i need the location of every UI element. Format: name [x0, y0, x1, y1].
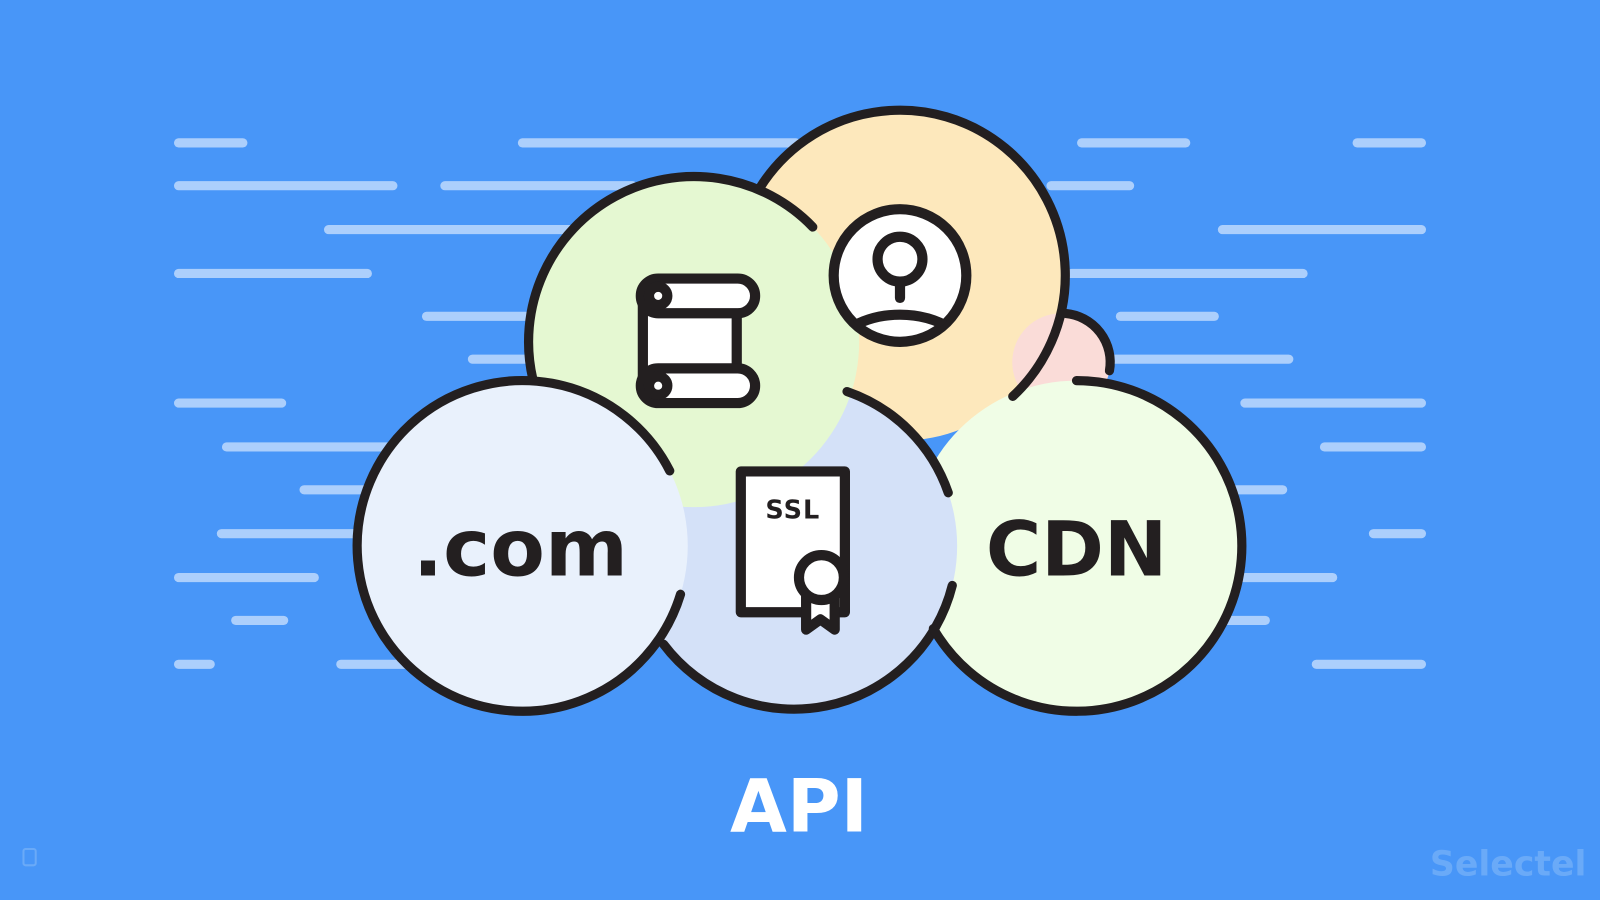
outline-com [352, 376, 686, 716]
ssl-certificate-icon [735, 466, 850, 635]
outline-blue [842, 386, 953, 498]
selectel-logo: Selectel [1430, 845, 1586, 885]
circle-fills [357, 110, 1242, 712]
outline-green [524, 171, 818, 384]
background-speed-lines [173, 138, 1427, 669]
circle-com [357, 380, 688, 712]
outline-orange [755, 105, 1070, 401]
circle-outlines [352, 105, 1247, 716]
corner-badge-icon [22, 847, 37, 867]
user-profile-icon [828, 204, 972, 347]
circle-cdn [911, 380, 1242, 712]
ssl-label: SSL [765, 495, 820, 525]
document-scroll-icon [635, 273, 761, 409]
cdn-label: CDN [986, 506, 1167, 594]
api-title: API [730, 765, 868, 850]
outline-pink [1060, 308, 1115, 376]
outline-blue [658, 580, 957, 714]
domain-label: .com [413, 502, 628, 595]
outline-cdn [928, 376, 1247, 716]
